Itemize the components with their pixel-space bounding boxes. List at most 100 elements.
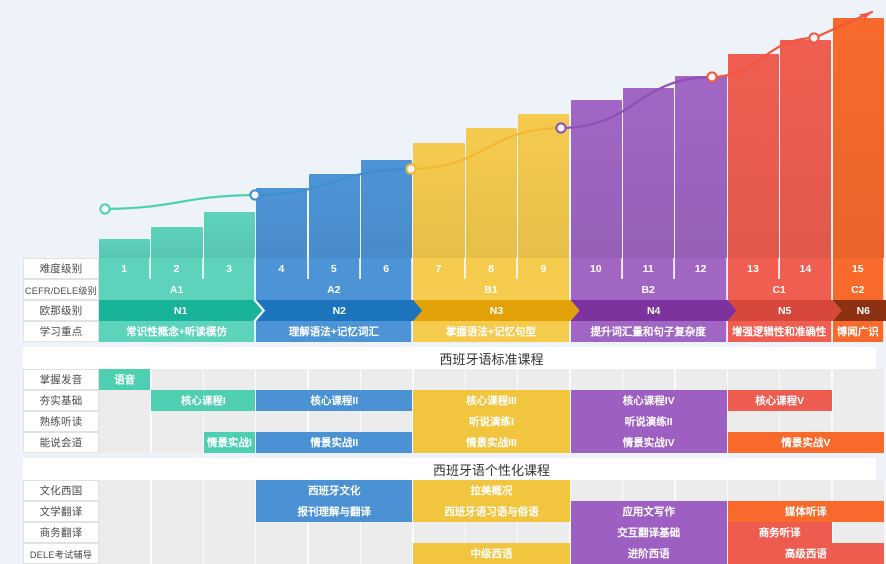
standard-course-item[interactable]: 核心课程V — [727, 390, 832, 411]
cell-divider — [359, 369, 362, 390]
cell-divider — [726, 432, 728, 453]
table-cell: A2 — [256, 279, 413, 300]
growth-chart — [0, 0, 886, 258]
cell-divider — [569, 522, 571, 543]
section-title-background — [23, 458, 876, 480]
section-title: 西班牙语标准课程 — [439, 351, 544, 367]
row-label-literary-translation: 文学翻译 — [23, 501, 99, 522]
cell-divider — [255, 369, 257, 390]
table-cell: 5 — [308, 258, 360, 279]
table-cell: 博闻广识 — [832, 321, 884, 342]
cell-divider — [307, 369, 309, 390]
standard-course-item[interactable]: 听说演练I — [413, 411, 570, 432]
table-cell: 2 — [151, 258, 203, 279]
table-cell: B2 — [570, 279, 727, 300]
bar-level-6 — [361, 159, 413, 258]
table-cell: 10 — [570, 258, 622, 279]
table-cell: 11 — [623, 258, 675, 279]
personalized-course-item[interactable]: 进阶西语 — [570, 543, 727, 564]
personalized-course-item[interactable]: 媒体听译 — [727, 501, 884, 522]
bar-level-13 — [727, 54, 779, 258]
cell-divider — [569, 501, 571, 522]
standard-course-item[interactable]: 情景实战III — [413, 432, 570, 453]
bar-level-2 — [151, 226, 203, 258]
cell-divider — [412, 522, 414, 543]
table-cell: 12 — [675, 258, 727, 279]
cell-divider — [412, 480, 414, 501]
row-label-study-focus: 学习重点 — [23, 321, 99, 342]
cell-divider — [831, 411, 833, 432]
cell-divider — [255, 522, 257, 543]
personalized-course-item[interactable]: 报刊理解与翻译 — [256, 501, 413, 522]
cell-divider — [150, 411, 152, 432]
table-cell: 9 — [518, 258, 570, 279]
table-cell: 4 — [256, 258, 308, 279]
cell-divider — [307, 543, 309, 564]
cell-divider — [255, 543, 257, 564]
personalized-course-item[interactable]: 拉美概况 — [413, 480, 570, 501]
personalized-course-item[interactable]: 应用文写作 — [570, 501, 727, 522]
row-label-master-pronunciation: 掌握发音 — [23, 369, 99, 390]
cell-divider — [150, 480, 152, 501]
table-cell: 13 — [727, 258, 780, 279]
cell-divider — [883, 501, 886, 522]
personalized-course-item[interactable]: 西班牙语习语与俗语 — [413, 501, 570, 522]
standard-course-item[interactable]: 情景实战I — [203, 432, 256, 453]
table-cell: 1 — [99, 258, 151, 279]
standard-course-item[interactable]: 核心课程III — [413, 390, 570, 411]
cell-divider — [779, 411, 781, 432]
bar-level-4 — [256, 188, 308, 258]
table-row: 掌握发音语音 — [0, 369, 886, 390]
cell-divider — [359, 411, 362, 432]
standard-course-item[interactable]: 核心课程I — [151, 390, 256, 411]
cell-divider — [255, 390, 257, 411]
table-cell: 提升词汇量和句子复杂度 — [570, 321, 727, 342]
bar-level-15 — [832, 18, 884, 258]
cell-divider — [412, 432, 414, 453]
level-band-N1: N1 — [99, 300, 262, 321]
standard-course-item[interactable]: 语音 — [99, 369, 151, 390]
table-row: DELE考试辅导中级西语进阶西语高级西语 — [0, 543, 886, 564]
personalized-course-item[interactable]: 中级西语 — [413, 543, 570, 564]
bar-level-7 — [413, 142, 465, 258]
personalized-course-item[interactable]: 西班牙文化 — [256, 480, 413, 501]
table-cell: 14 — [780, 258, 832, 279]
standard-course-item[interactable]: 核心课程II — [256, 390, 413, 411]
cell-divider — [150, 390, 152, 411]
bar-level-14 — [780, 39, 832, 258]
level-band-N3: N3 — [413, 300, 579, 321]
cell-divider — [307, 522, 309, 543]
table-cell: 常识性概念+听读模仿 — [99, 321, 256, 342]
cell-divider — [150, 501, 152, 522]
standard-course-item[interactable]: 核心课程IV — [570, 390, 727, 411]
standard-course-item[interactable]: 听说演练II — [570, 411, 727, 432]
table-cell: A1 — [99, 279, 256, 300]
cell-divider — [831, 390, 833, 411]
standard-course-item[interactable]: 情景实战IV — [570, 432, 727, 453]
bar-level-11 — [623, 87, 675, 258]
personalized-course-item[interactable]: 高级西语 — [727, 543, 884, 564]
personalized-course-item[interactable]: 商务听译 — [727, 522, 832, 543]
table-cell: 理解语法+记忆词汇 — [256, 321, 413, 342]
personalized-course-item[interactable]: 交互翻译基础 — [570, 522, 727, 543]
standard-course-item[interactable]: 情景实战II — [256, 432, 413, 453]
bar-level-3 — [203, 212, 255, 258]
standard-course-item[interactable]: 情景实战V — [727, 432, 884, 453]
table-row: 文学翻译 报刊理解与翻译西班牙语习语与俗语应用文写作媒体听译 — [0, 501, 886, 522]
table-row: 文化西国西班牙文化拉美概况 — [0, 480, 886, 501]
cell-divider — [202, 480, 204, 501]
cell-divider — [412, 501, 414, 522]
cell-divider — [883, 522, 886, 543]
cell-divider — [621, 480, 624, 501]
cell-divider — [726, 390, 728, 411]
cell-divider — [883, 369, 886, 390]
cell-divider — [883, 432, 886, 453]
cell-divider — [779, 480, 781, 501]
cell-divider — [202, 432, 204, 453]
cell-divider — [674, 369, 676, 390]
cell-divider — [726, 411, 728, 432]
cell-divider — [726, 480, 728, 501]
